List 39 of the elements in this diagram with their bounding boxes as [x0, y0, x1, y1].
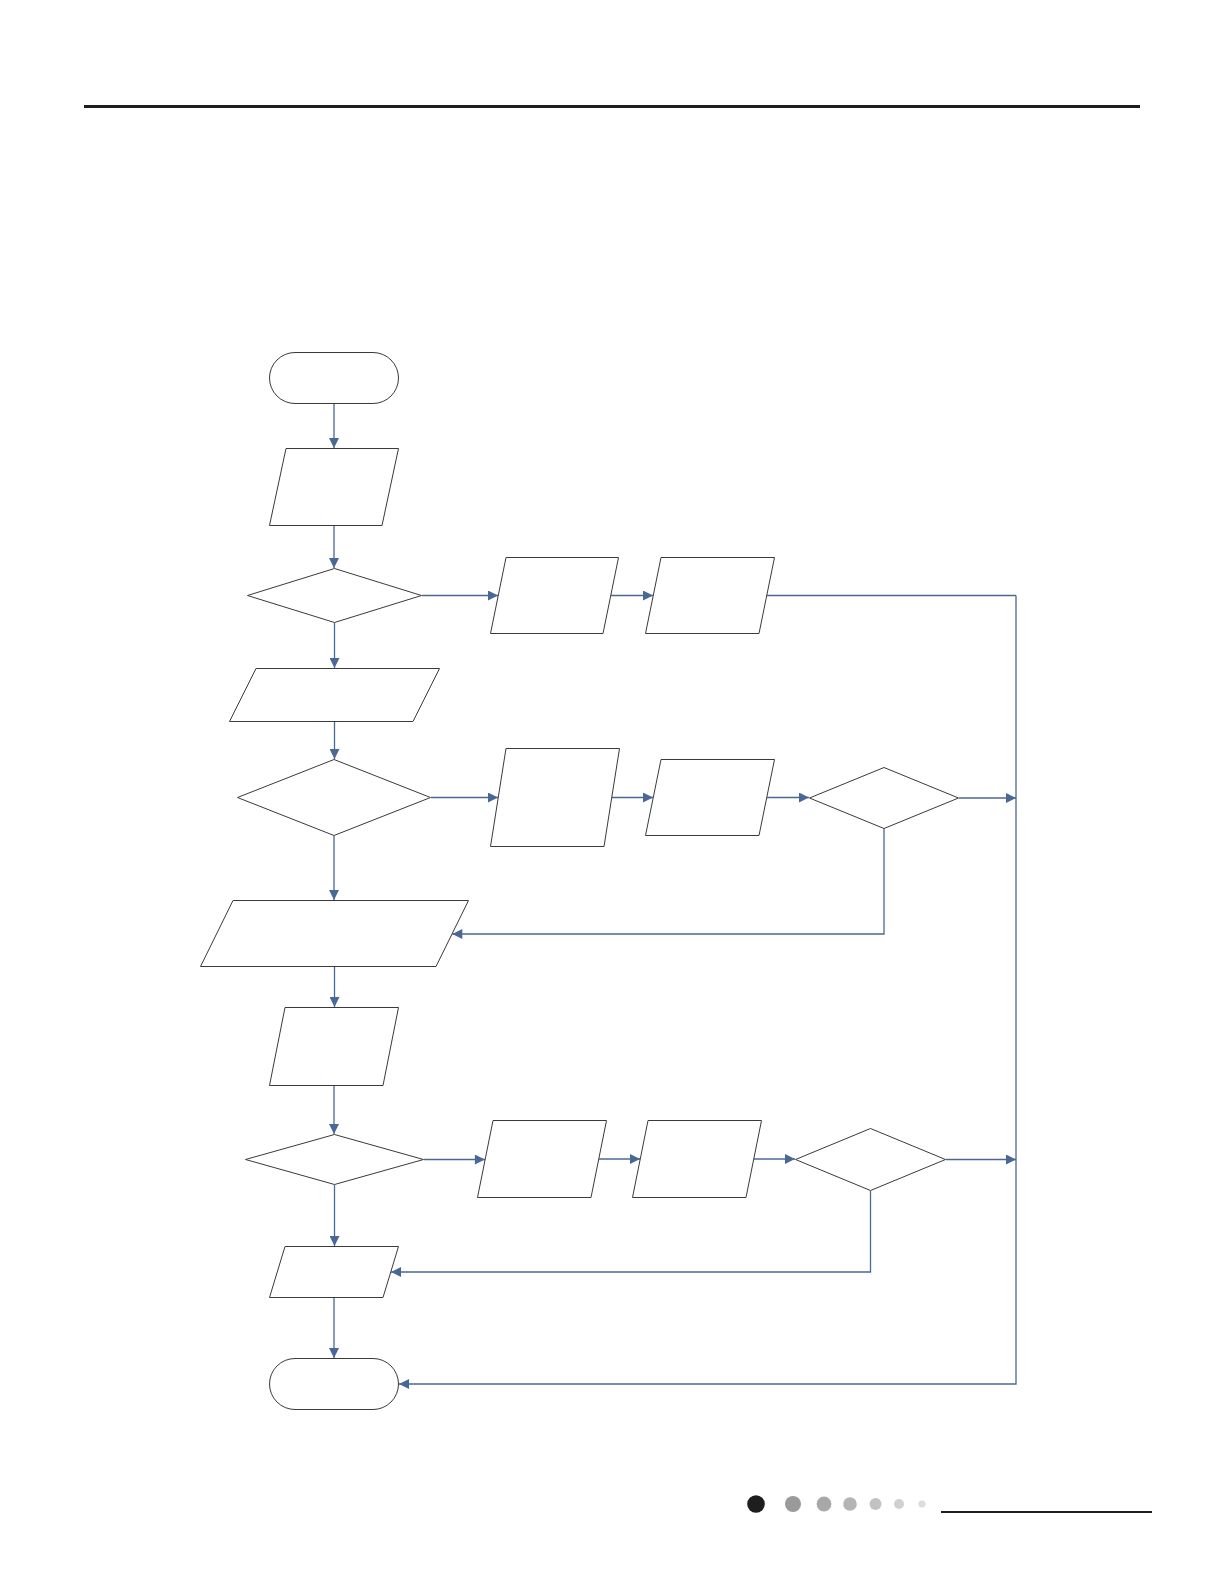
- terminal-capsule: [269, 1358, 399, 1410]
- arrow: [598, 1154, 641, 1164]
- io-parallelogram: [490, 748, 620, 847]
- arrow: [329, 1184, 340, 1247]
- io-parallelogram: [269, 1007, 399, 1086]
- arrow: [390, 1190, 872, 1277]
- terminal-capsule: [269, 352, 399, 404]
- io-parallelogram: [229, 668, 440, 722]
- arrow: [423, 1154, 486, 1165]
- decision-diamond: [809, 767, 959, 829]
- arrow: [329, 1085, 339, 1135]
- arrow: [329, 1297, 339, 1359]
- io-parallelogram: [645, 557, 775, 634]
- arrow: [430, 792, 499, 803]
- arrow: [610, 590, 654, 601]
- decision-diamond: [247, 568, 422, 623]
- io-parallelogram: [477, 1120, 607, 1198]
- arrow: [766, 792, 810, 803]
- arrow: [329, 721, 340, 760]
- arrow: [329, 835, 339, 901]
- arrow: [611, 792, 654, 803]
- decision-diamond: [795, 1128, 946, 1191]
- arrow: [945, 1154, 1017, 1165]
- arrow: [958, 793, 1017, 803]
- arrow: [329, 525, 339, 569]
- decision-diamond: [245, 1134, 424, 1185]
- arrow: [753, 1154, 796, 1164]
- arrow: [329, 403, 339, 449]
- io-parallelogram: [269, 1246, 399, 1298]
- arrow: [451, 828, 885, 939]
- decision-diamond: [237, 759, 431, 836]
- arrow: [329, 622, 340, 669]
- io-parallelogram: [645, 759, 775, 836]
- io-parallelogram: [269, 448, 399, 526]
- io-parallelogram: [200, 900, 469, 967]
- io-parallelogram: [490, 557, 619, 634]
- arrow: [421, 590, 499, 601]
- io-parallelogram: [632, 1120, 762, 1198]
- arrow: [329, 966, 340, 1008]
